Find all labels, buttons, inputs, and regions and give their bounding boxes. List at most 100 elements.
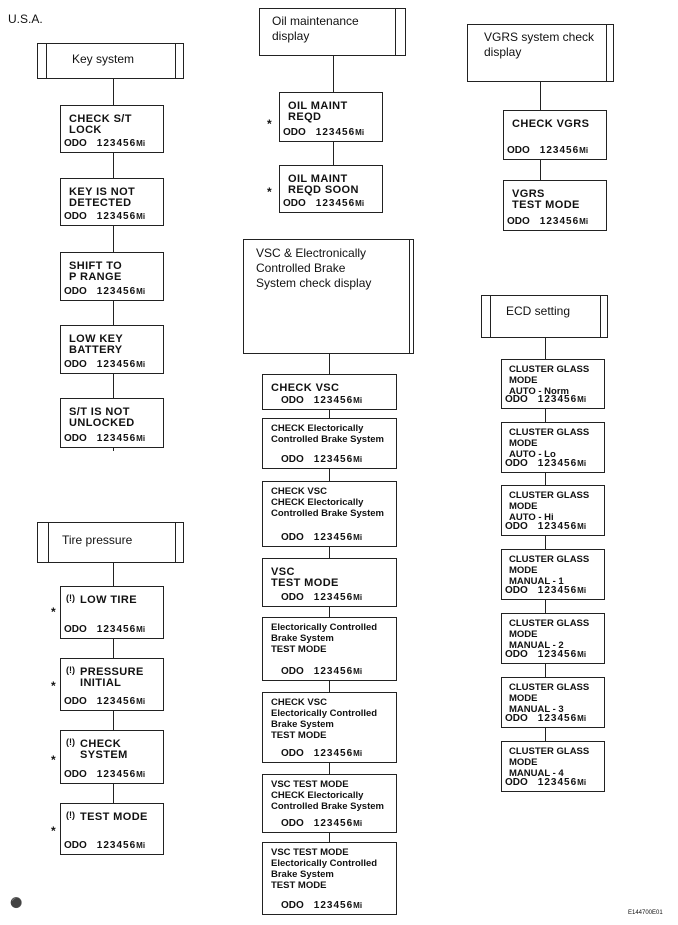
odo-value: 123456 xyxy=(96,624,137,635)
display-message: VSC TEST MODE xyxy=(271,566,339,589)
odo-unit: Mi xyxy=(577,650,587,659)
header-divider xyxy=(175,523,176,562)
vsc-display-box: VSC TEST MODE CHECK Electorically Contro… xyxy=(262,774,397,833)
odo-unit: Mi xyxy=(577,522,587,531)
odo-value: 123456 xyxy=(96,840,137,851)
vsc-display-box: CHECK VSC Electorically Controlled Brake… xyxy=(262,692,397,763)
display-message: CLUSTER GLASS MODE AUTO - Hi xyxy=(509,490,590,523)
odo-label: ODO xyxy=(505,394,528,405)
header-divider xyxy=(490,296,491,337)
odo-label: ODO xyxy=(281,666,304,677)
display-message: OIL MAINT REQD SOON xyxy=(288,173,359,196)
header-divider xyxy=(600,296,601,337)
oil-section-header: Oil maintenance display xyxy=(259,8,406,56)
region-label: U.S.A. xyxy=(8,12,43,26)
odo-label: ODO xyxy=(281,900,304,911)
odo-label: ODO xyxy=(281,454,304,465)
odo-label: ODO xyxy=(281,532,304,543)
odo-label: ODO xyxy=(283,127,306,138)
odo-label: ODO xyxy=(505,713,528,724)
odo-value: 123456 xyxy=(96,359,137,370)
display-message: TEST MODE xyxy=(80,811,148,823)
display-message: KEY IS NOT DETECTED xyxy=(69,186,136,209)
vsc-section-title: VSC & Electronically Controlled Brake Sy… xyxy=(256,246,372,290)
odo-value: 123456 xyxy=(96,769,137,780)
display-message: CHECK VSC xyxy=(271,382,340,394)
reference-mark-icon: ⚫ xyxy=(10,898,23,909)
odo-unit: Mi xyxy=(136,770,146,779)
display-message: S/T IS NOT UNLOCKED xyxy=(69,406,135,429)
asterisk-mark: * xyxy=(51,824,56,838)
asterisk-mark: * xyxy=(51,605,56,619)
display-message: Electorically Controlled Brake System TE… xyxy=(271,622,378,655)
odo-label: ODO xyxy=(64,433,87,444)
display-message: CHECK Electorically Controlled Brake Sys… xyxy=(271,423,384,445)
odo-unit: Mi xyxy=(136,212,146,221)
asterisk-mark: * xyxy=(51,753,56,767)
odo-value: 123456 xyxy=(313,532,354,543)
display-message: CHECK VGRS xyxy=(512,118,590,130)
tire-pressure-warning-icon: (!) xyxy=(66,737,75,747)
header-divider xyxy=(409,240,410,353)
ecd-section-header: ECD setting xyxy=(481,295,608,338)
tire-section-header: Tire pressure xyxy=(37,522,184,563)
display-message: CHECK SYSTEM xyxy=(80,738,128,761)
odo-label: ODO xyxy=(281,818,304,829)
odo-label: ODO xyxy=(64,138,87,149)
tire-pressure-warning-icon: (!) xyxy=(66,810,75,820)
odo-value: 123456 xyxy=(96,286,137,297)
odo-value: 123456 xyxy=(96,211,137,222)
odo-unit: Mi xyxy=(136,434,146,443)
odo-value: 123456 xyxy=(315,198,356,209)
odo-unit: Mi xyxy=(355,199,365,208)
odo-unit: Mi xyxy=(577,714,587,723)
key-section-header: Key system xyxy=(37,43,184,79)
odo-value: 123456 xyxy=(313,592,354,603)
display-message: CLUSTER GLASS MODE MANUAL - 2 xyxy=(509,618,590,651)
vsc-display-box: Electorically Controlled Brake System TE… xyxy=(262,617,397,681)
odo-unit: Mi xyxy=(136,287,146,296)
odo-label: ODO xyxy=(505,458,528,469)
odo-label: ODO xyxy=(64,624,87,635)
odo-label: ODO xyxy=(505,649,528,660)
tire-section-title: Tire pressure xyxy=(62,533,133,547)
odo-unit: Mi xyxy=(353,901,363,910)
odo-unit: Mi xyxy=(136,360,146,369)
vgrs-section-title: VGRS system check display xyxy=(484,30,595,59)
header-divider xyxy=(175,44,176,78)
display-message: CLUSTER GLASS MODE AUTO - Lo xyxy=(509,427,590,460)
header-divider xyxy=(395,9,396,55)
odo-unit: Mi xyxy=(136,625,146,634)
odo-unit: Mi xyxy=(353,533,363,542)
odo-unit: Mi xyxy=(579,217,589,226)
odo-value: 123456 xyxy=(539,145,580,156)
display-message: PRESSURE INITIAL xyxy=(80,666,144,689)
display-message: LOW TIRE xyxy=(80,594,137,606)
tire-pressure-warning-icon: (!) xyxy=(66,593,75,603)
